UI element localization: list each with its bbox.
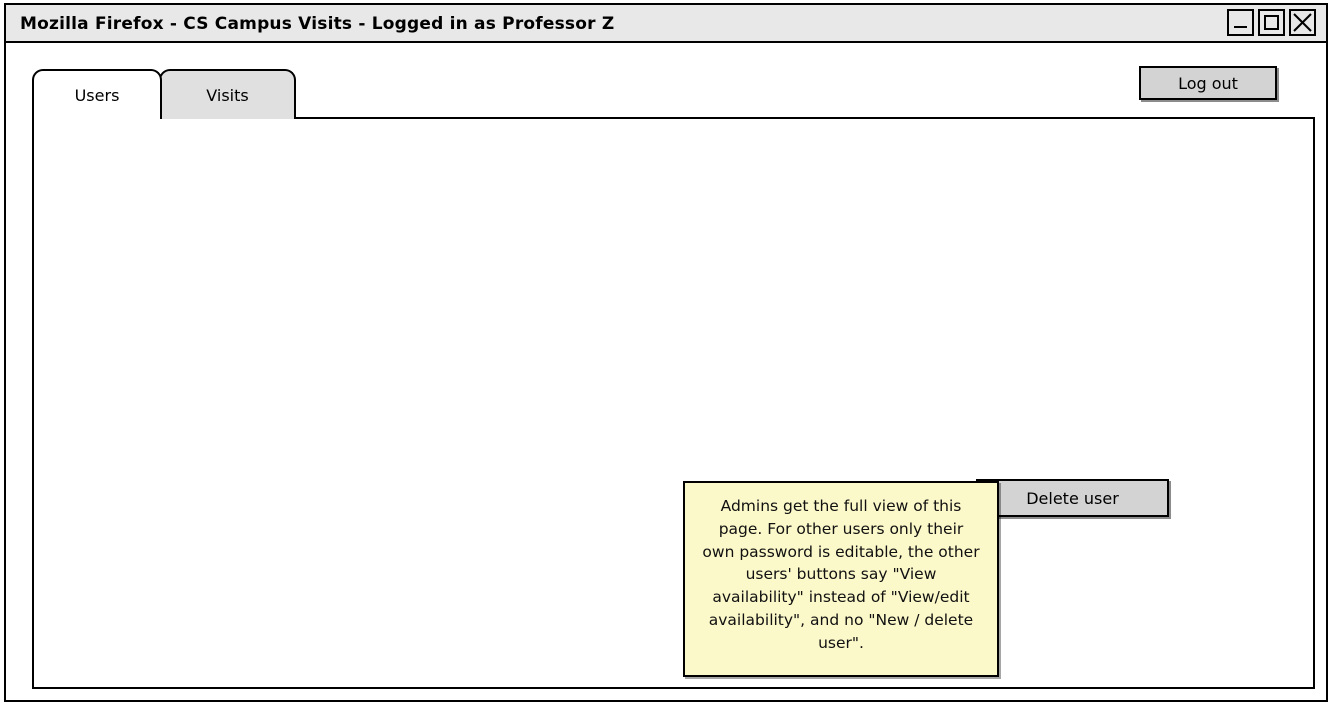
users-panel — [32, 117, 1315, 689]
close-button[interactable] — [1289, 9, 1316, 36]
active-tab-merge — [34, 117, 160, 123]
tab-users[interactable]: Users — [32, 69, 162, 119]
logout-button[interactable]: Log out — [1139, 66, 1277, 100]
window-title: Mozilla Firefox - CS Campus Visits - Log… — [20, 14, 615, 34]
window-titlebar: Mozilla Firefox - CS Campus Visits - Log… — [6, 5, 1326, 43]
minimize-button[interactable] — [1227, 9, 1254, 36]
close-icon — [1293, 13, 1312, 32]
window-controls — [1227, 9, 1316, 36]
delete-user-button[interactable]: Delete user — [976, 479, 1169, 517]
browser-window: Mozilla Firefox - CS Campus Visits - Log… — [4, 3, 1328, 702]
maximize-icon — [1264, 15, 1279, 30]
minimize-icon — [1234, 26, 1247, 28]
sticky-note: Admins get the full view of this page. F… — [683, 481, 999, 677]
tab-visits[interactable]: Visits — [159, 69, 296, 119]
maximize-button[interactable] — [1258, 9, 1285, 36]
